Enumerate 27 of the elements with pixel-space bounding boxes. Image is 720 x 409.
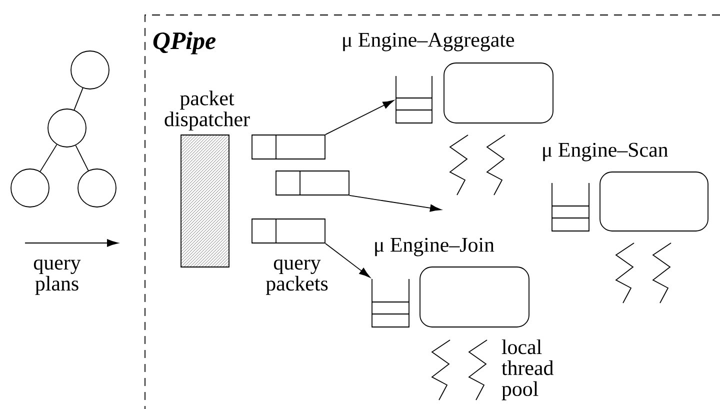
arrow: [325, 100, 394, 135]
queue-symbol: [552, 182, 590, 232]
queue-symbol: [396, 76, 432, 124]
tree-line: [75, 144, 89, 172]
tree-node-circle: [78, 168, 116, 208]
caption-text: query packets: [266, 259, 328, 295]
tree-line: [40, 144, 58, 172]
engine-heading: μ Engine–Scan: [543, 142, 668, 162]
tree-line: [74, 88, 84, 110]
engine-heading: μ Engine–Join: [375, 238, 494, 256]
engine-box: [444, 62, 554, 124]
block-heading: packet dispatcher: [164, 90, 250, 131]
engine-heading: μ Engine–Aggregate: [343, 32, 514, 52]
arrow: [325, 243, 370, 278]
query-packet: [252, 218, 326, 244]
caption-text: query plans: [34, 259, 81, 295]
arrow: [349, 195, 442, 212]
caption-text: local thread pool: [502, 339, 554, 400]
query-packet: [276, 170, 350, 196]
query-packet: [252, 134, 326, 160]
engine-box: [600, 172, 708, 232]
tree-node-circle: [48, 108, 86, 148]
system-title: QPipe: [153, 32, 216, 54]
tree-node-circle: [70, 50, 110, 90]
tree-node-circle: [10, 168, 50, 208]
engine-box: [420, 266, 530, 328]
queue-symbol: [372, 278, 410, 328]
